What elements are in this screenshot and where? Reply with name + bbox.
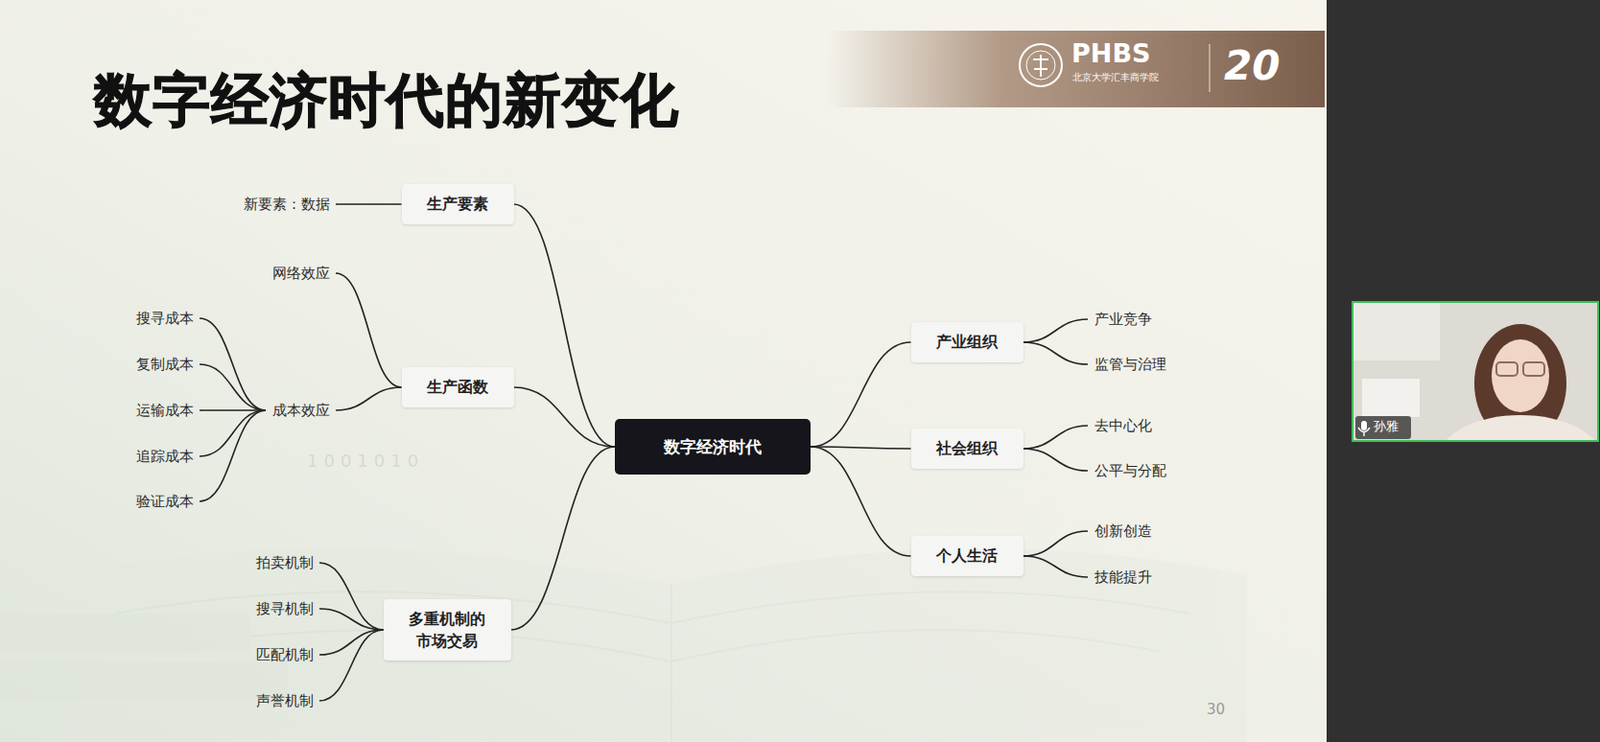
node-text: 创新创造: [1094, 522, 1153, 542]
leaf-topic: 创新创造: [1087, 520, 1158, 543]
video-tile: [1353, 303, 1598, 441]
node-text: 数字经济时代: [663, 436, 762, 459]
slide-title: 数字经济时代的新变化: [94, 65, 680, 135]
binary-watermark: 1001010: [306, 450, 424, 472]
logo-subtitle: 北京大学汇丰商学院: [1072, 71, 1159, 84]
branch-box: 产业组织: [911, 322, 1024, 363]
node-text: 技能提升: [1094, 568, 1153, 588]
leaf-topic: 搜寻机制: [249, 598, 320, 621]
leaf-topic: 复制成本: [129, 353, 200, 377]
node-text: 网络效应: [272, 264, 330, 283]
branch-connector: [810, 447, 912, 557]
node-text: 验证成本: [136, 493, 194, 512]
leaf-topic: 匹配机制: [249, 644, 320, 667]
branch-box: 社会组织: [911, 428, 1024, 470]
logo-banner: [826, 30, 1325, 108]
side-panel: [1326, 0, 1600, 742]
central-topic: 数字经济时代: [614, 419, 811, 475]
branch-connector: [810, 447, 912, 449]
branch-connector: [1023, 342, 1089, 365]
page-number: 30: [1206, 701, 1225, 719]
leaf-topic: 去中心化: [1087, 415, 1158, 438]
leaf-topic: 追踪成本: [129, 446, 200, 469]
branch-connector: [1023, 531, 1089, 557]
branch-connector: [335, 203, 402, 206]
node-text: 运输成本: [136, 401, 194, 421]
node-text: 公平与分配: [1094, 462, 1167, 481]
leaf-topic: 技能提升: [1087, 566, 1158, 589]
branch-connector: [810, 342, 912, 448]
leaf-topic: 公平与分配: [1087, 460, 1173, 483]
node-text: 社会组织: [936, 437, 998, 460]
node-text: 拍卖机制: [256, 554, 314, 573]
name-tag: [1355, 416, 1412, 440]
branch-connector: [319, 630, 384, 702]
active-speaker-border: [1352, 302, 1599, 442]
branch-connector: [199, 409, 266, 412]
branch-connector: [1023, 556, 1089, 578]
branch-connector: [319, 563, 384, 631]
node-text: 生产要素: [426, 192, 489, 215]
node-text: 多重机制的 市场交易: [404, 608, 490, 653]
node-text: 追踪成本: [136, 447, 194, 467]
branch-box: 生产函数: [401, 367, 515, 408]
node-text: 个人生活: [936, 544, 998, 567]
node-text: 产业组织: [936, 330, 998, 353]
node-text: 匹配机制: [256, 646, 314, 665]
leaf-topic: 运输成本: [129, 400, 200, 423]
branch-connector: [514, 387, 616, 448]
leaf-topic: 验证成本: [129, 491, 200, 514]
branch-connector: [199, 318, 266, 411]
sub-topic: 网络效应: [265, 262, 336, 285]
sub-topic: 成本效应: [265, 400, 336, 423]
branch-connector: [1023, 448, 1089, 471]
node-text: 监管与治理: [1094, 355, 1167, 375]
branch-connector: [335, 387, 402, 411]
leaf-topic: 拍卖机制: [249, 552, 320, 575]
node-text: 复制成本: [136, 355, 194, 375]
slide-ground: [0, 0, 1327, 742]
branch-connector: [514, 204, 616, 448]
branch-box: 多重机制的 市场交易: [383, 599, 512, 661]
node-text: 声誉机制: [256, 692, 314, 711]
branch-box: 生产要素: [401, 184, 515, 225]
banner-divider: [1209, 44, 1211, 93]
node-text: 成本效应: [272, 401, 330, 421]
branch-connector: [511, 447, 616, 631]
leaf-topic: 搜寻成本: [129, 307, 200, 330]
node-text: 去中心化: [1094, 417, 1153, 436]
branch-connector: [335, 273, 402, 388]
leaf-topic: 声誉机制: [249, 690, 320, 713]
branch-connector: [199, 410, 266, 502]
branch-box: 个人生活: [911, 536, 1024, 577]
branch-connector: [319, 609, 384, 631]
node-text: 生产函数: [426, 376, 489, 399]
anniversary-number: 20: [1223, 42, 1280, 91]
leaf-topic: 产业竞争: [1087, 308, 1158, 331]
node-text: 新要素：数据: [243, 195, 330, 214]
leaf-topic: 监管与治理: [1087, 353, 1173, 377]
branch-connector: [199, 410, 266, 457]
logo-wordmark: PHBS: [1071, 38, 1151, 70]
branch-connector: [319, 630, 384, 656]
branch-connector: [1023, 319, 1089, 343]
branch-connector: [1023, 425, 1089, 449]
node-text: 搜寻成本: [136, 309, 194, 329]
branch-connector: [199, 364, 266, 411]
book-illustration: [0, 548, 1248, 742]
node-text: 产业竞争: [1094, 310, 1153, 330]
mic-icon: [1358, 421, 1370, 437]
speaker-name: 孙雅: [1373, 419, 1399, 435]
node-text: 搜寻机制: [256, 600, 314, 619]
leaf-topic: 新要素：数据: [236, 193, 336, 216]
school-emblem: [1019, 44, 1062, 87]
